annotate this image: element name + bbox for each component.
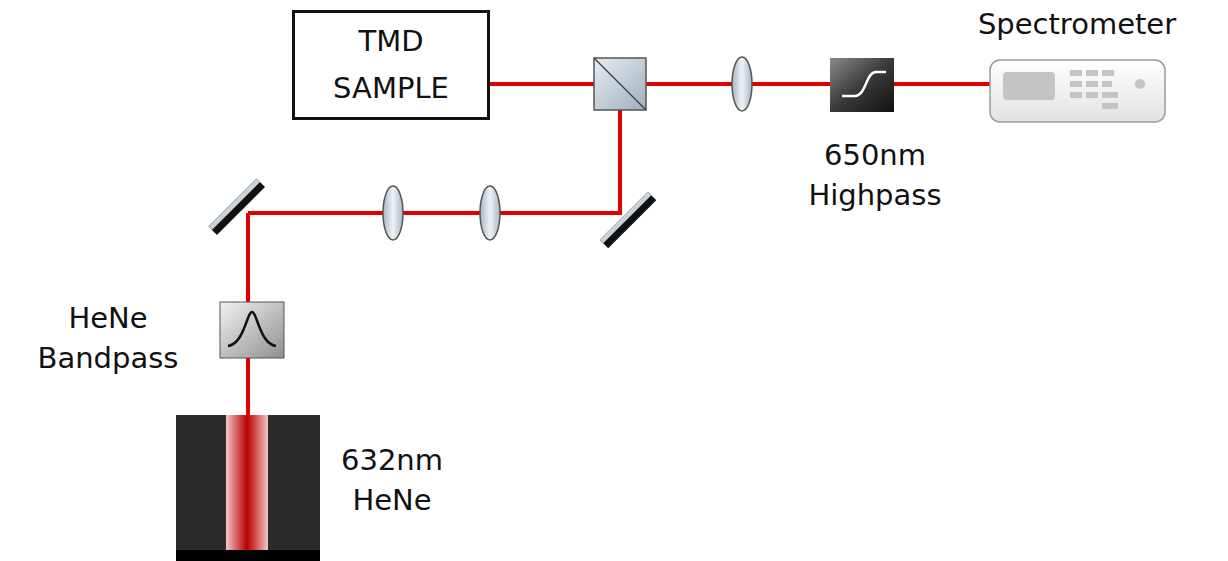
component-label: Spectrometer [930,4,1224,44]
component-label: HeNe Bandpass [8,298,208,378]
highpass-filter [830,58,894,112]
mirror [600,192,657,249]
sample-box: TMD SAMPLE [292,10,490,120]
component-label: 650nm Highpass [790,135,960,215]
node-label: TMD SAMPLE [316,18,466,112]
mirror [208,178,265,235]
lens [383,186,403,240]
spectrometer-icon [990,60,1165,122]
beam-splitter [594,58,646,110]
bandpass-filter [220,302,284,358]
lens [732,57,752,111]
laser-beam [248,84,990,420]
hene-laser [176,415,320,561]
component-label: 632nm HeNe [322,440,462,520]
lens [480,186,500,240]
